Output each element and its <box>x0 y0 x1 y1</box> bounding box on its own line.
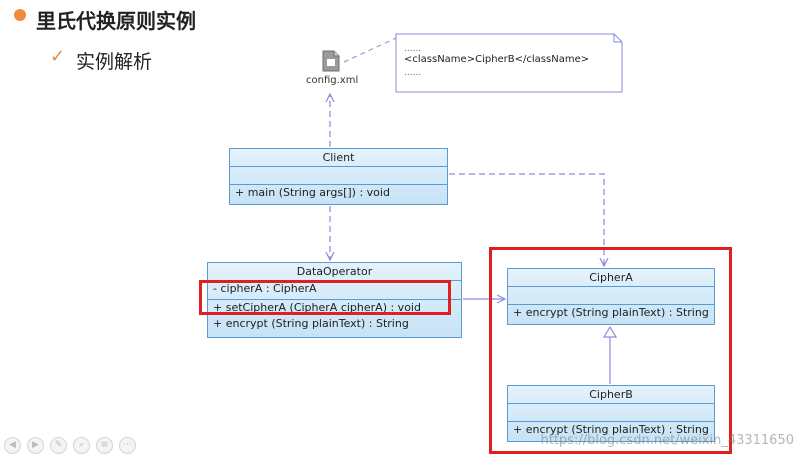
slide-title: 里氏代换原则实例 <box>36 9 196 33</box>
next-arrow-icon[interactable]: ▶ <box>27 437 44 454</box>
note-ellipsis-bottom: ...... <box>404 68 422 78</box>
watermark-text: https://blog.csdn.net/weixin_43311650 <box>540 433 794 448</box>
xml-file-icon <box>322 50 340 72</box>
note-ellipsis-top: ...... <box>404 44 422 54</box>
presentation-toolbar: ◀ ▶ ✎ ⌕ ≡ ⋯ <box>4 437 136 454</box>
operation-main: + main (String args[]) : void <box>235 186 390 199</box>
operation-encrypt: + encrypt (String plainText) : String <box>513 306 709 319</box>
highlight-cipher-classes-box <box>489 247 732 454</box>
checkmark-icon: ✓ <box>50 46 66 67</box>
pen-icon[interactable]: ✎ <box>50 437 67 454</box>
more-icon[interactable]: ⋯ <box>119 437 136 454</box>
highlight-setter-box <box>199 280 451 315</box>
attributes-section <box>508 404 714 422</box>
title-bullet <box>14 9 26 21</box>
class-name: CipherB <box>508 386 714 404</box>
search-icon[interactable]: ⌕ <box>73 437 90 454</box>
class-name: DataOperator <box>208 263 461 281</box>
operation-set-ciphera: + setCipherA (CipherA cipherA) : void <box>213 301 421 314</box>
slide-subtitle: 实例解析 <box>76 51 153 73</box>
operation-encrypt: + encrypt (String plainText) : String <box>513 423 709 436</box>
attributes-section <box>508 287 714 305</box>
config-file-label: config.xml <box>306 75 359 86</box>
operations-section: + encrypt (String plainText) : String <box>508 422 714 443</box>
operations-section: + main (String args[]) : void <box>230 185 447 206</box>
class-name: Client <box>230 149 447 167</box>
class-cipher-a: CipherA + encrypt (String plainText) : S… <box>507 268 715 325</box>
note-class-name: <className>CipherB</className> <box>404 54 590 65</box>
class-name: CipherA <box>508 269 714 287</box>
operations-section: + setCipherA (CipherA cipherA) : void + … <box>208 300 461 339</box>
attributes-section: - cipherA : CipherA <box>208 281 461 300</box>
attributes-section <box>230 167 447 185</box>
operations-section: + encrypt (String plainText) : String <box>508 305 714 326</box>
operation-encrypt: + encrypt (String plainText) : String <box>213 317 409 330</box>
class-client: Client + main (String args[]) : void <box>229 148 448 205</box>
attribute-ciphera: - cipherA : CipherA <box>213 282 317 295</box>
class-cipher-b: CipherB + encrypt (String plainText) : S… <box>507 385 715 442</box>
prev-arrow-icon[interactable]: ◀ <box>4 437 21 454</box>
config-note-link <box>343 37 397 63</box>
menu-icon[interactable]: ≡ <box>96 437 113 454</box>
